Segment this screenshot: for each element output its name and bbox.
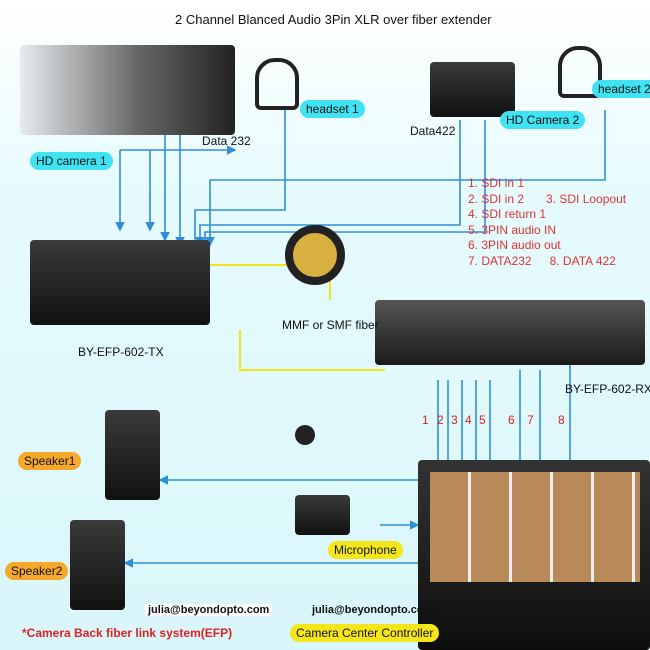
data232-label: Data 232 [202, 134, 251, 148]
fiber-reel-image [285, 225, 345, 285]
controller-label: Camera Center Controller [290, 624, 440, 642]
data422-label: Data422 [410, 124, 456, 138]
diagram-title: 2 Channel Blanced Audio 3Pin XLR over fi… [175, 12, 492, 27]
rx-label: BY-EFP-602-RX [565, 382, 650, 396]
microphone-base-image [295, 495, 350, 535]
port-number: 2 [437, 413, 444, 427]
microphone-image [295, 425, 315, 445]
legend-item: 5. 3PIN audio IN [468, 222, 557, 237]
hd-camera-2-image [430, 62, 515, 117]
headset-2-label: headset 2 [592, 80, 650, 98]
monitor-screen [430, 472, 640, 582]
tx-unit-image [30, 240, 210, 325]
legend-item: 4. SDI return 1 [468, 207, 547, 221]
port-number: 1 [422, 413, 429, 427]
footer-caption: *Camera Back fiber link system(EFP) [22, 626, 233, 640]
port-number: 8 [558, 413, 565, 427]
speaker1-label: Speaker1 [18, 452, 82, 470]
tx-label: BY-EFP-602-TX [78, 345, 164, 359]
hd-camera-1-label: HD camera 1 [30, 152, 113, 170]
legend-item: 3. SDI Loopout [546, 191, 627, 206]
port-number: 4 [465, 413, 472, 427]
legend-item: 8. DATA 422 [549, 253, 616, 268]
port-number: 7 [527, 413, 534, 427]
port-number: 3 [451, 413, 458, 427]
rx-unit-image [375, 300, 645, 365]
watermark: julia@beyondopto.com [145, 604, 273, 616]
hd-camera-1-image [20, 45, 235, 135]
headset-2-image [558, 46, 602, 98]
headset-1-label: headset 1 [300, 100, 365, 118]
watermark: julia@beyondopto.com [312, 604, 434, 616]
speaker2-label: Speaker2 [5, 562, 69, 580]
port-legend: 1. SDI in 1 2. SDI in 2 3. SDI Loopout 4.… [468, 176, 626, 269]
legend-item: 7. DATA232 [468, 253, 532, 268]
hd-camera-2-label: HD Camera 2 [500, 111, 586, 129]
controller-image [418, 460, 650, 650]
port-number: 5 [479, 413, 486, 427]
speaker-1-image [105, 410, 160, 500]
legend-item: 6. 3PIN audio out [468, 238, 561, 252]
port-number: 6 [508, 413, 515, 427]
headset-1-image [255, 58, 299, 110]
fiber-label: MMF or SMF fiber [282, 318, 379, 332]
legend-item: 1. SDI in 1 [468, 176, 525, 190]
speaker-2-image [70, 520, 125, 610]
legend-item: 2. SDI in 2 [468, 191, 525, 206]
microphone-label: Microphone [328, 541, 403, 559]
